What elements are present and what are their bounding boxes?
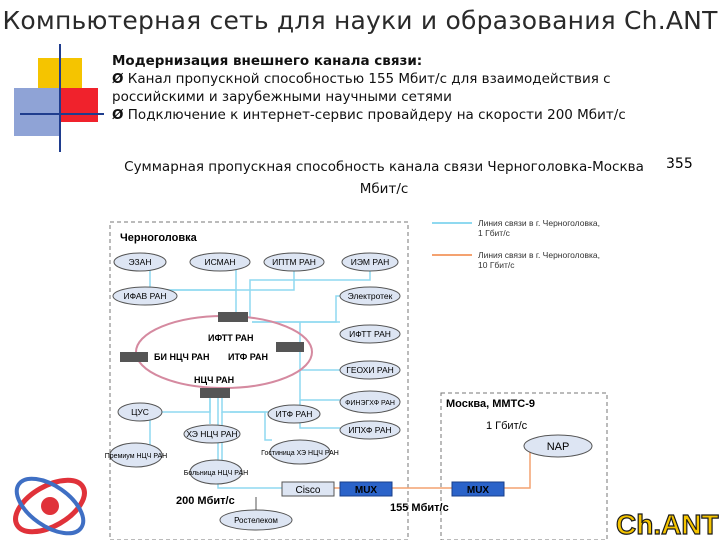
decor-blue-square: [14, 88, 60, 136]
legend-label: Линия связи в г. Черноголовка,: [478, 218, 600, 228]
bullet-marker: Ø: [112, 107, 124, 123]
section-heading: Модернизация внешнего канала связи:: [112, 53, 423, 69]
node-badge: [263, 252, 325, 272]
atom-core: [41, 497, 59, 515]
page-title: Компьютерная сеть для науки и образовани…: [2, 6, 718, 35]
bandwidth-value: 355: [666, 156, 693, 172]
cisco-box: [281, 481, 335, 497]
router-icon: [120, 352, 148, 362]
node-badge: [183, 424, 241, 444]
legend-label: 1 Гбит/с: [478, 228, 511, 238]
ring-node-label: ИТФ РАН: [228, 352, 268, 362]
node-badge: [189, 252, 251, 272]
node-label: ИЭМ РАН: [351, 257, 390, 267]
node-label: ИПТМ РАН: [272, 257, 316, 267]
link-line: [230, 411, 272, 441]
slide-body: Модернизация внешнего канала связи: Ø Ка…: [112, 52, 672, 124]
chernogolovka-frame: [109, 221, 409, 540]
node-label: ИФАВ РАН: [124, 291, 167, 301]
bullet-text: Подключение к интернет-сервис провайдеру…: [127, 107, 626, 123]
node-badge: [341, 252, 399, 272]
node-label: ИТФ РАН: [276, 409, 313, 419]
ring-node-label: ИФТТ РАН: [208, 333, 254, 343]
atom-logo: [13, 476, 87, 536]
nap-badge: [523, 434, 593, 458]
node-badge: [189, 459, 243, 485]
link-line: [236, 266, 295, 291]
node-badge: [113, 252, 167, 272]
node-label: ИПХФ РАН: [348, 425, 391, 435]
link-line: [299, 370, 340, 401]
orbit-ring: [13, 477, 87, 535]
mux-label: MUX: [355, 485, 378, 496]
moscow-frame: [440, 392, 608, 540]
link-lines: [140, 266, 371, 489]
chernogolovka-label: Черноголовка: [120, 232, 198, 244]
nap-label: NAP: [547, 441, 570, 453]
bullet-text: Канал пропускной способностью 155 Мбит/с…: [112, 71, 611, 105]
link-line: [252, 295, 340, 323]
orbit-ring: [14, 476, 86, 536]
node-badge: [117, 402, 163, 422]
node-badge: [339, 390, 401, 414]
node-label: Премиум НЦЧ РАН: [105, 453, 168, 460]
chant-logo: Ch.ANT: [615, 508, 719, 540]
node-label: ИФТТ РАН: [349, 329, 391, 339]
router-icon: [276, 342, 304, 352]
node-badge: [267, 404, 321, 424]
rostelecom-badge: [219, 509, 293, 531]
node-label: Больница НЦЧ РАН: [184, 470, 248, 477]
node-label: Гостиница ХЭ НЦЧ РАН: [261, 450, 339, 457]
node-badge: [109, 442, 163, 468]
cisco-label: Cisco: [295, 485, 320, 496]
mux-box: [451, 481, 505, 497]
node-badge: [112, 286, 178, 306]
mux-label: MUX: [467, 485, 490, 496]
node-label: ЦУС: [131, 407, 149, 417]
bullet-item: Ø Подключение к интернет-сервис провайде…: [112, 106, 672, 124]
link-line: [249, 266, 371, 318]
router-icon: [218, 312, 248, 322]
node-badge: [339, 360, 401, 380]
ring-node-label: НЦЧ РАН: [194, 375, 234, 385]
node-label: ХЭ НЦЧ РАН: [186, 429, 237, 439]
bullet-item: Ø Канал пропускной способностью 155 Мбит…: [112, 70, 672, 106]
node-badge: [269, 439, 331, 465]
mux-box: [339, 481, 393, 497]
node-label: ГЕОХИ РАН: [346, 365, 394, 375]
router-icons: [120, 312, 304, 398]
node-badge: [339, 420, 401, 440]
legend-label: 10 Гбит/с: [478, 260, 515, 270]
node-label: Электротек: [348, 291, 393, 301]
link-line: [299, 322, 340, 371]
node-badge: [339, 324, 401, 344]
node-badge: [339, 286, 401, 306]
top-node-group: ЭЗАН ИСМАН ИПТМ РАН ИЭМ РАН ИФАВ РАН Эле…: [105, 252, 401, 485]
link-speed-label: 155 Мбит/с: [390, 502, 449, 514]
legend-label: Линия связи в г. Черноголовка,: [478, 250, 600, 260]
node-label: ЭЗАН: [129, 257, 152, 267]
diagram-caption: Суммарная пропускная способность канала …: [124, 159, 644, 197]
moscow-label: Москва, ММТС-9: [446, 398, 535, 410]
chant-logo-text: Ch.ANT: [616, 509, 719, 540]
link-speed-label: 1 Гбит/с: [486, 420, 528, 432]
node-label: ИСМАН: [204, 257, 235, 267]
node-label: ФИНЭГХФ РАН: [345, 400, 395, 407]
rostelecom-label: Ростелеком: [234, 516, 278, 525]
link-speed-label: 200 Мбит/с: [176, 495, 235, 507]
router-icon: [200, 388, 230, 398]
bullet-marker: Ø: [112, 71, 124, 87]
ring-node-label: БИ НЦЧ РАН: [154, 352, 210, 362]
decor-red-square: [60, 88, 98, 122]
